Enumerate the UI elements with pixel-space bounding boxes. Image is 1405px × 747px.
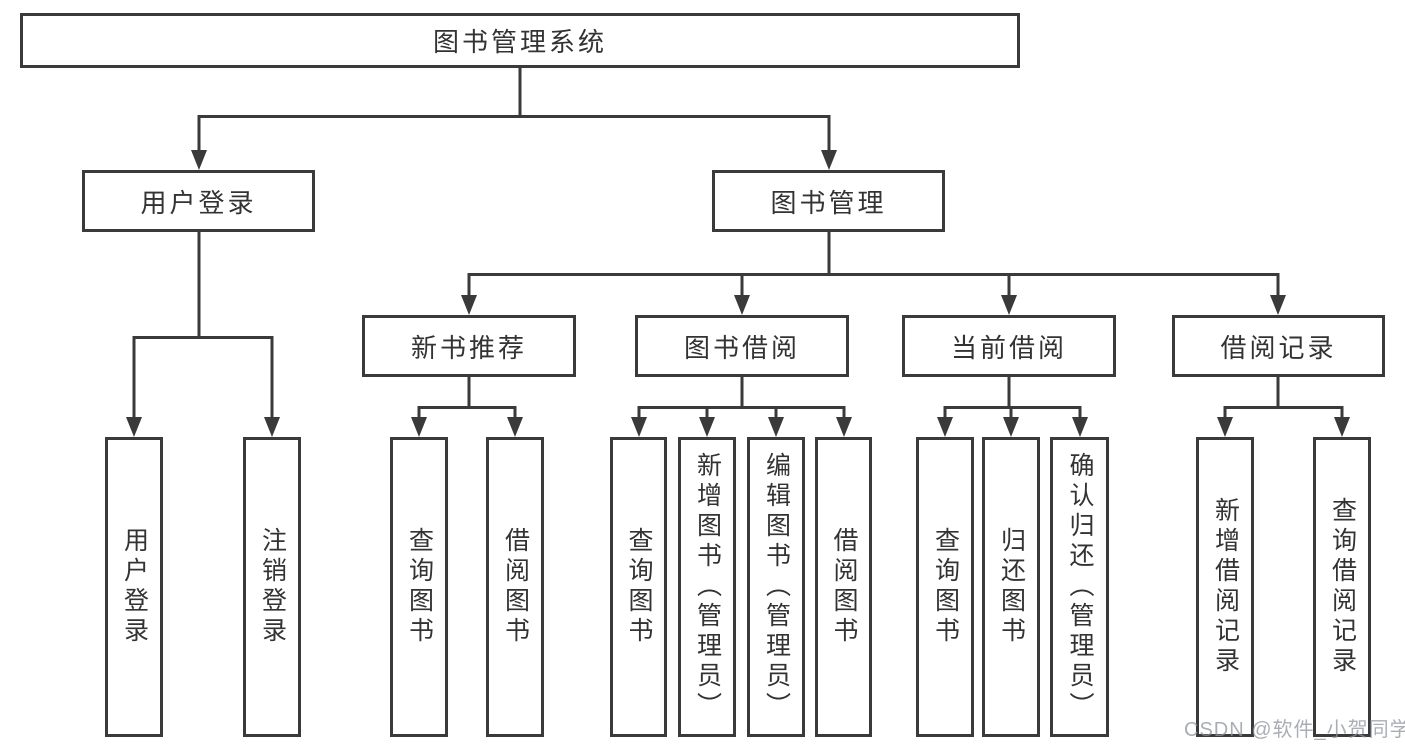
node-book-management: 图书管理 bbox=[712, 170, 945, 232]
node-book-management-label: 图书管理 bbox=[770, 187, 887, 218]
leaf-user-login: 用户登录 bbox=[105, 437, 163, 737]
leaf-current-return: 归还图书 bbox=[982, 437, 1040, 737]
leaf-current-return-label: 归还图书 bbox=[997, 527, 1026, 647]
leaf-borrow-edit-book-label: 编辑图书（管理员） bbox=[762, 452, 791, 722]
leaf-newbook-query: 查询图书 bbox=[390, 437, 448, 737]
leaf-borrow-edit-book: 编辑图书（管理员） bbox=[747, 437, 805, 737]
leaf-current-confirm-return-label: 确认归还（管理员） bbox=[1066, 452, 1094, 722]
leaf-record-add: 新增借阅记录 bbox=[1196, 437, 1254, 737]
node-user-login-label: 用户登录 bbox=[140, 187, 257, 218]
node-current-borrow: 当前借阅 bbox=[902, 315, 1116, 377]
node-user-login: 用户登录 bbox=[82, 170, 315, 232]
leaf-logout-label: 注销登录 bbox=[258, 527, 287, 647]
leaf-borrow-query: 查询图书 bbox=[610, 437, 667, 737]
connector-newbook-to-leaves bbox=[411, 376, 523, 437]
node-new-book-recommend: 新书推荐 bbox=[362, 315, 576, 377]
leaf-newbook-borrow-label: 借阅图书 bbox=[501, 527, 530, 647]
connector-borrow-to-leaves bbox=[631, 376, 852, 437]
leaf-newbook-query-label: 查询图书 bbox=[405, 527, 434, 647]
node-borrow-record: 借阅记录 bbox=[1172, 315, 1385, 377]
leaf-borrow-borrow-book: 借阅图书 bbox=[815, 437, 872, 737]
leaf-current-query: 查询图书 bbox=[916, 437, 974, 737]
leaf-current-confirm-return: 确认归还（管理员） bbox=[1050, 437, 1109, 737]
leaf-logout: 注销登录 bbox=[243, 437, 301, 737]
watermark: CSDN @软件_小贺同学 bbox=[1184, 719, 1405, 741]
node-root-label: 图书管理系统 bbox=[432, 27, 607, 57]
node-borrow-record-label: 借阅记录 bbox=[1220, 332, 1337, 363]
leaf-record-query: 查询借阅记录 bbox=[1313, 437, 1371, 737]
node-book-borrow: 图书借阅 bbox=[635, 315, 849, 377]
node-new-book-recommend-label: 新书推荐 bbox=[410, 332, 527, 363]
leaf-borrow-borrow-book-label: 借阅图书 bbox=[830, 527, 858, 647]
connector-management-to-level3 bbox=[461, 231, 1286, 315]
leaf-record-add-label: 新增借阅记录 bbox=[1211, 497, 1240, 677]
node-current-borrow-label: 当前借阅 bbox=[950, 332, 1067, 363]
leaf-borrow-add-book-label: 新增图书（管理员） bbox=[693, 452, 722, 722]
leaf-record-query-label: 查询借阅记录 bbox=[1328, 497, 1357, 677]
connector-login-to-leaves bbox=[126, 231, 280, 437]
connector-root-to-level2 bbox=[191, 67, 837, 170]
node-root: 图书管理系统 bbox=[20, 13, 1020, 68]
leaf-user-login-label: 用户登录 bbox=[120, 527, 149, 647]
leaf-newbook-borrow: 借阅图书 bbox=[486, 437, 544, 737]
leaf-borrow-add-book: 新增图书（管理员） bbox=[678, 437, 736, 737]
leaf-borrow-query-label: 查询图书 bbox=[625, 527, 653, 647]
connector-current-to-leaves bbox=[937, 376, 1088, 437]
node-book-borrow-label: 图书借阅 bbox=[683, 332, 800, 363]
leaf-current-query-label: 查询图书 bbox=[931, 527, 960, 647]
connector-record-to-leaves bbox=[1217, 376, 1350, 437]
